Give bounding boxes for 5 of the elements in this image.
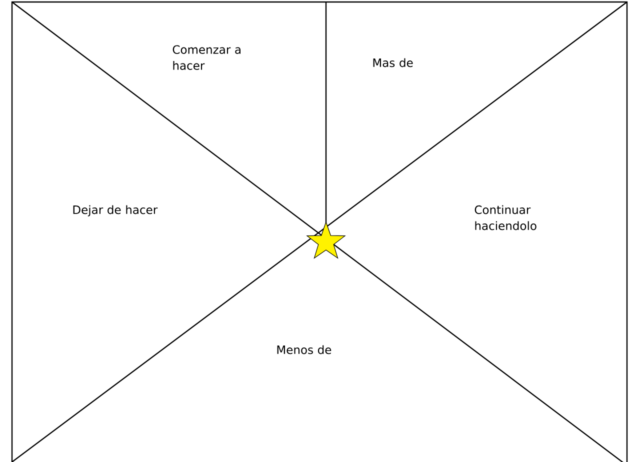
region-label: Continuar haciendolo — [474, 205, 536, 230]
region-label: Dejar de hacer — [73, 205, 158, 216]
region-label: Comenzar a hacer — [172, 45, 240, 70]
region-label: Mas de — [373, 58, 413, 68]
region-label: Menos de — [277, 345, 332, 354]
